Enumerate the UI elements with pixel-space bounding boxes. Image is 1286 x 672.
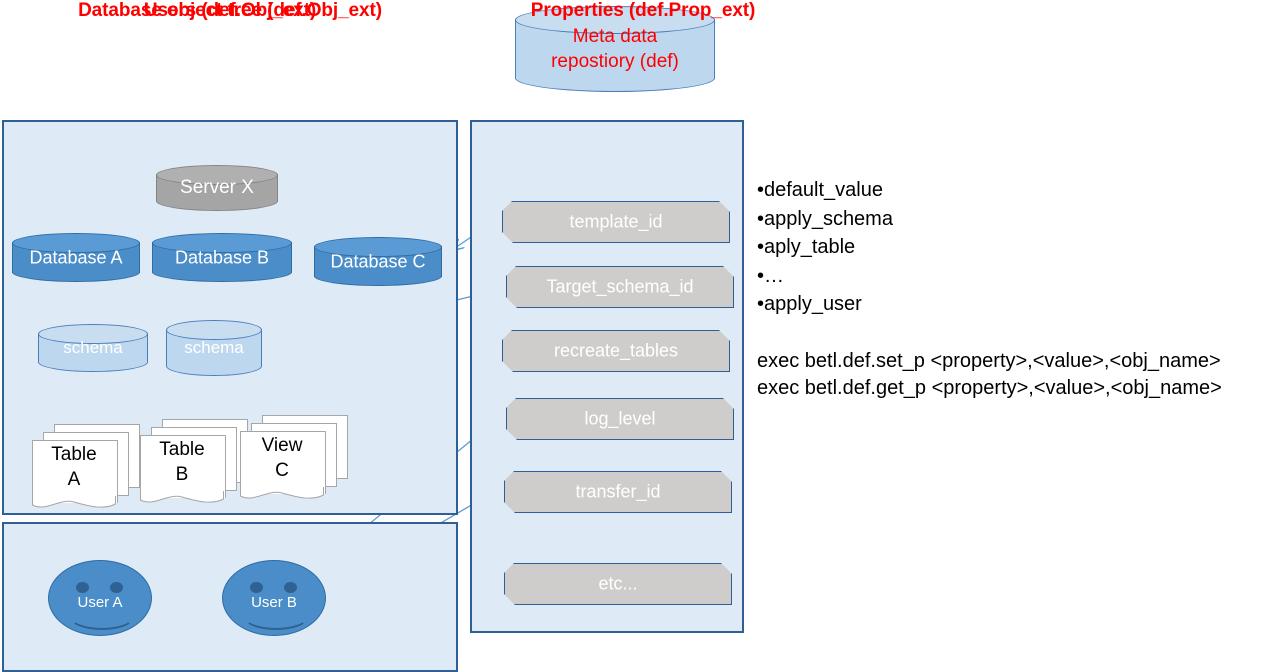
document-wavy-edge xyxy=(140,491,224,503)
cylinder-top xyxy=(38,324,148,344)
node-label: Database C xyxy=(330,251,426,271)
document-sheet-front xyxy=(140,435,226,498)
property-box-log-level[interactable]: log_level xyxy=(506,398,734,440)
panel-title-users: Users (def.Obj_ext) xyxy=(143,0,317,21)
cylinder-top xyxy=(152,233,292,253)
node-server-x[interactable]: Server X xyxy=(156,165,278,211)
property-label: etc... xyxy=(598,573,638,594)
node-schema-1[interactable]: schema xyxy=(38,324,148,372)
cylinder-top xyxy=(12,233,140,253)
property-label: Target_schema_id xyxy=(546,276,694,297)
node-label: User A xyxy=(77,594,123,611)
node-database-b[interactable]: Database B xyxy=(152,233,292,282)
node-label: Server X xyxy=(180,177,254,198)
smiley-eye-right-icon xyxy=(110,582,123,593)
panel-title-database-object-tree: Database object tree (def.Obj_ext) xyxy=(78,0,382,21)
list-item: •… xyxy=(757,264,785,287)
node-label: Database A xyxy=(29,247,123,267)
property-label: transfer_id xyxy=(575,481,661,502)
property-box-etc[interactable]: etc... xyxy=(504,563,732,605)
list-item: •aply_table xyxy=(757,236,856,258)
command-line-set-p: exec betl.def.set_p <property>,<value>,<… xyxy=(757,350,1221,372)
node-user-a[interactable]: User A xyxy=(48,560,152,636)
property-label: log_level xyxy=(584,408,656,429)
smiley-eye-right-icon xyxy=(284,582,297,593)
node-database-c[interactable]: Database C xyxy=(314,237,442,286)
smiley-eye-left-icon xyxy=(250,582,263,593)
node-schema-2[interactable]: schema xyxy=(166,320,262,376)
node-label: schema xyxy=(184,338,244,357)
property-bullet-list: •default_value •apply_schema •aply_table… xyxy=(757,176,1277,319)
node-label: schema xyxy=(63,338,123,357)
list-item: •apply_schema xyxy=(757,207,893,230)
cylinder-top xyxy=(156,165,278,185)
node-database-a[interactable]: Database A xyxy=(12,233,140,282)
panel-properties xyxy=(470,120,744,633)
property-box-target-schema-id[interactable]: Target_schema_id xyxy=(506,266,734,308)
cylinder-top xyxy=(314,237,442,257)
panel-title-properties: Properties (def.Prop_ext) xyxy=(530,0,756,21)
cylinder-top xyxy=(166,320,262,340)
property-box-template-id[interactable]: template_id xyxy=(502,201,730,243)
document-wavy-edge xyxy=(32,496,116,508)
document-sheet-front xyxy=(240,431,326,494)
document-sheet-front xyxy=(32,440,118,503)
property-box-recreate-tables[interactable]: recreate_tables xyxy=(502,330,730,372)
property-label: recreate_tables xyxy=(553,340,679,361)
smiley-mouth-icon xyxy=(242,600,310,630)
property-box-transfer-id[interactable]: transfer_id xyxy=(504,471,732,513)
document-wavy-edge xyxy=(240,487,324,499)
smiley-eye-left-icon xyxy=(76,582,89,593)
node-label: Database B xyxy=(174,247,270,267)
smiley-mouth-icon xyxy=(68,600,136,630)
node-label: User B xyxy=(251,594,297,611)
list-item: •apply_user xyxy=(757,293,862,315)
list-item: •default_value xyxy=(757,179,883,201)
property-label: template_id xyxy=(569,211,663,232)
command-examples: exec betl.def.set_p <property>,<value>,<… xyxy=(757,348,1286,402)
cylinder-top xyxy=(515,6,715,34)
command-line-get-p: exec betl.def.get_p <property>,<value>,<… xyxy=(757,377,1222,399)
node-user-b[interactable]: User B xyxy=(222,560,326,636)
